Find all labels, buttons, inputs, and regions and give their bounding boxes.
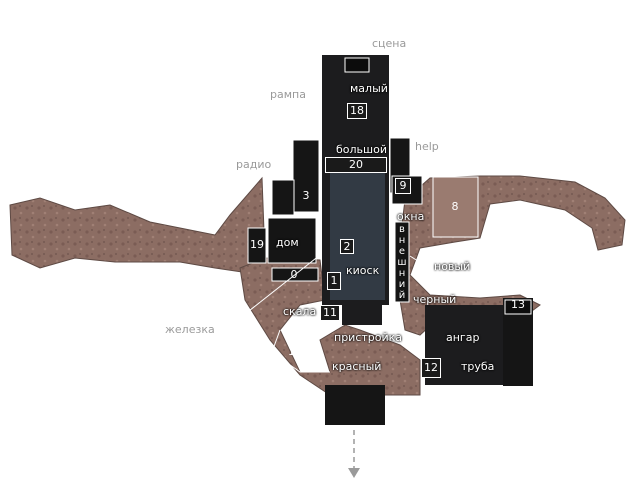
- label-pristroika: пристройка: [334, 331, 403, 344]
- label-radio: радио: [236, 158, 272, 171]
- marker-0: 0: [290, 268, 298, 281]
- label-help: help: [415, 140, 439, 153]
- block-19: [247, 227, 267, 264]
- label-okna: окна: [397, 210, 425, 223]
- marker-3: 3: [302, 189, 310, 202]
- left-corridor: [9, 176, 266, 273]
- block-13: [504, 299, 532, 315]
- label-skala: скала: [283, 305, 317, 318]
- label-rampa: рампа: [270, 88, 306, 101]
- leader-lines: [239, 254, 491, 373]
- left-block-radio: [271, 179, 295, 216]
- label-krasniy: красный: [332, 360, 382, 373]
- label-dom: дом: [276, 236, 299, 249]
- marker-11: 11: [320, 305, 340, 321]
- marker-1: 1: [327, 272, 341, 290]
- label-malyi: малый: [350, 82, 388, 95]
- vneshniy-bar: [394, 221, 410, 303]
- marker-19: 19: [250, 238, 264, 251]
- label-zhelezka: железка: [165, 323, 215, 336]
- kiosk-wall: [322, 225, 330, 295]
- marker-9: 9: [395, 178, 411, 194]
- rock-terrain: [9, 175, 626, 396]
- marker-12: 12: [421, 358, 441, 378]
- marker-8: 8: [451, 200, 459, 213]
- label-kiosk: киоск: [346, 264, 380, 277]
- pristroika: [342, 300, 382, 325]
- left-block-3: [292, 139, 320, 213]
- stage-top: [344, 57, 370, 73]
- label-truba: труба: [461, 360, 495, 373]
- label-scena: сцена: [372, 37, 407, 50]
- exit-arrow: [348, 430, 360, 478]
- marker-2: 2: [340, 239, 354, 254]
- marker-20: 20: [325, 157, 387, 173]
- label-bolshoi: большой: [336, 143, 387, 156]
- area-8: [432, 176, 479, 238]
- label-angar: ангар: [446, 331, 480, 344]
- marker-18: 18: [347, 103, 367, 119]
- label-cherniy: черный: [413, 293, 457, 306]
- bottom-exit: [325, 385, 385, 425]
- dom-house: [267, 217, 317, 264]
- marker-10: 10: [288, 345, 302, 358]
- marker-13: 13: [511, 298, 525, 311]
- label-noviy: новый: [434, 260, 471, 273]
